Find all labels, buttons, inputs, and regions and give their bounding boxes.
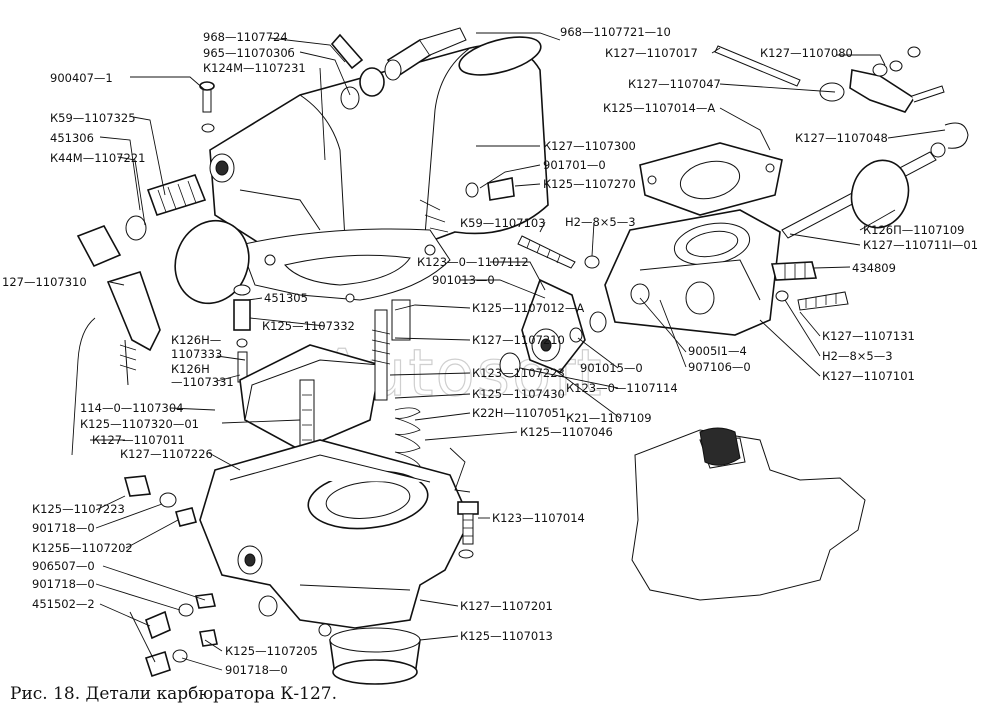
- part-label: К127—1107300: [543, 139, 636, 153]
- part-label: К127—1107011: [92, 433, 185, 447]
- mixture-screw: [775, 290, 849, 311]
- mixing-chamber: [329, 627, 421, 685]
- part-label: К59—1107103: [460, 216, 546, 230]
- figure-caption: Рис. 18. Детали карбюратора К-127.: [10, 684, 338, 704]
- part-label: 968—1107724: [203, 30, 288, 44]
- main-jets: [123, 475, 218, 678]
- part-label: К127—1107101: [822, 369, 915, 383]
- part-label: 434809: [852, 261, 896, 275]
- air-horn-cover: [209, 36, 549, 276]
- part-label: 901013—0: [432, 273, 495, 287]
- part-label: 114—0—1107304: [80, 401, 183, 415]
- part-label: —1107331: [171, 375, 234, 389]
- part-label: К123—1107223: [472, 366, 565, 380]
- part-label: 901718—0: [225, 663, 288, 677]
- part-label: 127—1107310: [2, 275, 87, 289]
- part-label: К127—110711I—01: [863, 238, 978, 252]
- part-label: К125—1107270: [543, 177, 636, 191]
- part-label: 901718—0: [32, 577, 95, 591]
- part-label: Н2—8×5—3: [822, 349, 893, 363]
- part-label: К125Б—1107202: [32, 541, 133, 555]
- part-label: К123—0—1107114: [566, 381, 678, 395]
- part-label: К125—1107332: [262, 319, 355, 333]
- float-chamber-body: [199, 439, 471, 637]
- part-label: 900407—1: [50, 71, 113, 85]
- part-label: 451305: [264, 291, 308, 305]
- part-label: К125—1107205: [225, 644, 318, 658]
- banjo-bolt: [330, 33, 385, 110]
- part-label: К125—1107013: [460, 629, 553, 643]
- part-label: К123—1107014: [492, 511, 585, 525]
- part-label: К127—1107080: [760, 46, 853, 60]
- part-label: К127—1107048: [795, 131, 888, 145]
- part-label: 907106—0: [688, 360, 751, 374]
- part-label: 9005I1—4: [688, 344, 747, 358]
- part-label: 901015—0: [580, 361, 643, 375]
- cover-gasket: [239, 228, 451, 303]
- part-label: К125—1107012—А: [472, 301, 584, 315]
- part-label: 965—1107030б: [203, 46, 295, 60]
- part-label: К125—1107014—А: [603, 101, 715, 115]
- part-label: К126П—1107109: [863, 223, 964, 237]
- part-label: 906507—0: [32, 559, 95, 573]
- throttle-body: [604, 209, 781, 336]
- part-labels: 968—1107724 965—1107030б К124М—1107231 9…: [2, 25, 978, 677]
- part-label: Н2—8×5—3: [565, 215, 636, 229]
- flange-gasket: [639, 142, 783, 216]
- part-label: К44М—1107221: [50, 151, 145, 165]
- part-label: К59—1107325: [50, 111, 136, 125]
- idle-jet: [465, 177, 515, 201]
- fuel-filter: [146, 174, 207, 216]
- part-label: К127—1107047: [628, 77, 721, 91]
- part-label: К127—1107210: [472, 333, 565, 347]
- part-label: К127—1107131: [822, 329, 915, 343]
- part-label: К126Н—: [171, 333, 221, 347]
- fuel-inlet-fitting: [384, 27, 467, 81]
- part-label: 901701—0: [543, 158, 606, 172]
- part-label: К127—1107201: [460, 599, 553, 613]
- part-label: К123—0—1107112: [417, 255, 529, 269]
- part-label: 901718—0: [32, 521, 95, 535]
- part-label: 968—1107721—10: [560, 25, 671, 39]
- pump-rod: [449, 447, 471, 493]
- part-label: К22Н—1107051: [472, 406, 566, 420]
- part-label: К127—1107226: [120, 447, 213, 461]
- part-label: К21—1107109: [566, 411, 652, 425]
- economizer-spring: [394, 407, 421, 471]
- bolt-1107014: [457, 501, 479, 559]
- needle-valve-seat: [233, 284, 251, 383]
- part-label: К124М—1107231: [203, 61, 306, 75]
- part-label: К125—1107046: [520, 425, 613, 439]
- part-label: К125—1107430: [472, 387, 565, 401]
- locator-inset: [631, 427, 866, 601]
- part-label: К125—1107320—01: [80, 417, 199, 431]
- part-label: К127—1107017: [605, 46, 698, 60]
- diaphragm: [174, 219, 250, 305]
- part-label: 451502—2: [32, 597, 95, 611]
- idle-screw: [517, 235, 600, 269]
- part-label: 451306: [50, 131, 94, 145]
- part-label: К125—1107223: [32, 502, 125, 516]
- screw-900407: [199, 81, 215, 133]
- accelerator-lever: [71, 271, 161, 456]
- throttle-lever: [499, 278, 607, 378]
- part-label: 1107333: [171, 347, 222, 361]
- nipple-434809: [770, 261, 818, 281]
- choke-lever-assembly: [714, 45, 945, 113]
- part-label: К126Н: [171, 362, 210, 376]
- filter-plug: [76, 215, 147, 268]
- leader-lines: [90, 32, 946, 671]
